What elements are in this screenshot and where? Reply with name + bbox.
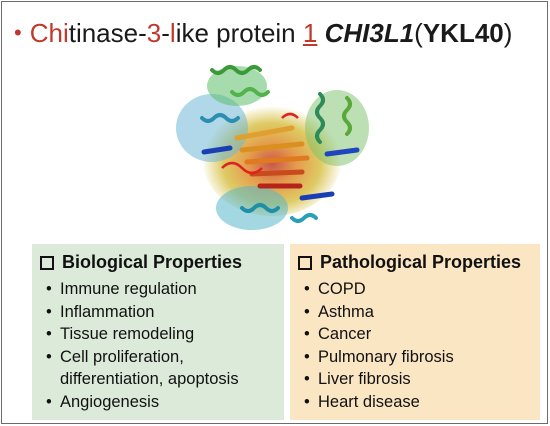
list-item: Angiogenesis <box>46 391 239 414</box>
biological-properties-panel: Biological Properties Immune regulation … <box>32 244 284 420</box>
list-item: Liver fibrosis <box>304 368 454 391</box>
list-item: Immune regulation <box>46 278 239 301</box>
biological-properties-heading-row: Biological Properties <box>40 252 242 273</box>
list-item: Tissue remodeling <box>46 323 239 346</box>
empty-checkbox-icon <box>40 255 54 270</box>
list-item-text: Asthma <box>318 302 374 321</box>
pathological-properties-heading-row: Pathological Properties <box>298 252 521 273</box>
list-item-text-continued: differentiation, apoptosis <box>60 370 239 388</box>
paren-close: ) <box>503 18 513 48</box>
list-item-text: Heart disease <box>318 392 420 411</box>
title-ike-protein: ike protein <box>175 18 303 48</box>
gene-symbol: CHI3L1 <box>324 18 415 48</box>
list-item: Pulmonary fibrosis <box>304 346 454 369</box>
list-item: Cancer <box>304 323 454 346</box>
title-l: l <box>169 18 176 48</box>
pathological-properties-panel: Pathological Properties COPD Asthma Canc… <box>290 244 540 420</box>
title-dash: - <box>161 18 170 48</box>
list-item-text: Immune regulation <box>60 280 197 298</box>
list-item: Heart disease <box>304 391 454 414</box>
title-chi: Chi <box>29 18 69 48</box>
paren-open: ( <box>414 18 423 48</box>
title-three: 3 <box>146 18 162 48</box>
slide-title: • Chitinase-3-like protein 1 CHI3L1(YKL40… <box>14 16 544 52</box>
title-bullet: • <box>14 20 22 45</box>
list-item-text: Cancer <box>318 325 372 343</box>
list-item-text: Angiogenesis <box>60 392 160 411</box>
gene-alias: YKL40 <box>422 18 504 48</box>
list-item-text: Tissue remodeling <box>60 325 195 343</box>
list-item: Asthma <box>304 301 454 324</box>
title-tinase: tinase- <box>68 18 147 48</box>
list-item: Inflammation <box>46 301 239 324</box>
list-item: COPD <box>304 278 454 301</box>
list-item-text: Pulmonary fibrosis <box>318 347 454 366</box>
biological-properties-heading: Biological Properties <box>62 252 243 272</box>
empty-checkbox-icon <box>298 255 312 270</box>
list-item-text: Inflammation <box>60 302 155 321</box>
title-one: 1 <box>302 18 318 48</box>
list-item: Cell proliferation, differentiation, apo… <box>46 346 239 391</box>
protein-structure-image <box>176 65 369 230</box>
pathological-properties-heading: Pathological Properties <box>320 252 522 272</box>
pathological-properties-list: COPD Asthma Cancer Pulmonary fibrosis Li… <box>304 278 454 413</box>
list-item-text: Cell proliferation, <box>60 347 184 366</box>
list-item-text: COPD <box>318 280 366 298</box>
list-item-text: Liver fibrosis <box>318 370 411 388</box>
biological-properties-list: Immune regulation Inflammation Tissue re… <box>46 278 239 413</box>
